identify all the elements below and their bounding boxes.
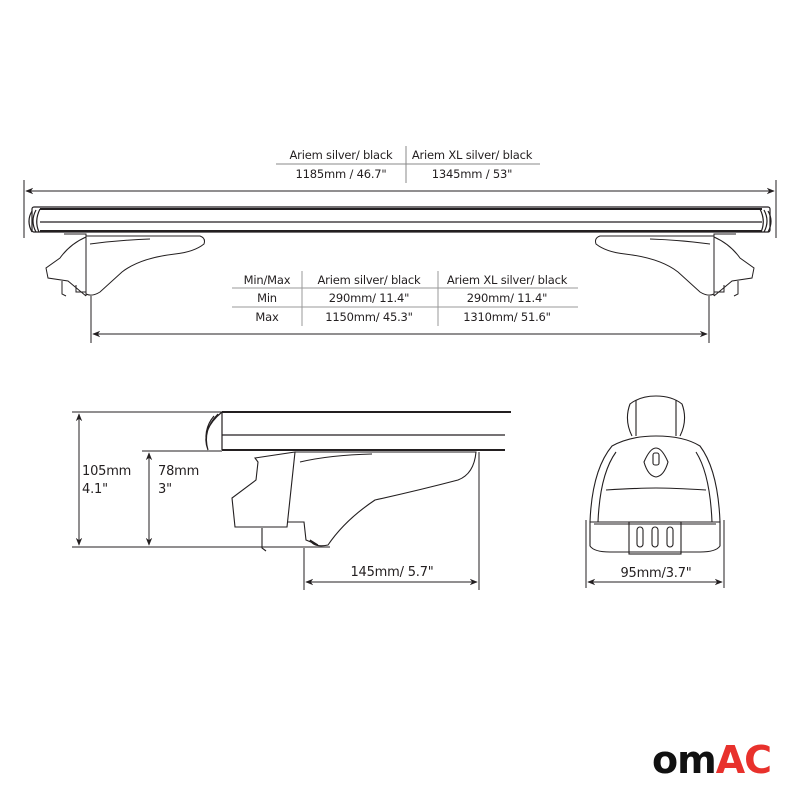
span-table-row-max-ariem-xl: 1310mm/ 51.6" (463, 310, 551, 324)
span-table-header-ariem: Ariem silver/ black (317, 273, 421, 287)
overall-length-ariem-value: 1185mm / 46.7" (295, 167, 387, 181)
height-105-dimension (72, 411, 330, 548)
logo-ac-text: AC (715, 738, 772, 782)
overall-length-col-ariem: Ariem silver/ black (289, 148, 393, 162)
omac-logo: omAC (652, 738, 772, 782)
left-foot (45, 233, 205, 297)
crossbar-top-view (28, 206, 772, 233)
width-95-dimension (585, 520, 725, 588)
foot-height-in-label: 3" (158, 482, 172, 497)
overall-length-col-ariem-xl: Ariem XL silver/ black (411, 148, 533, 162)
span-table-row-min-ariem-xl: 290mm/ 11.4" (466, 291, 548, 305)
span-dimension (90, 296, 710, 343)
side-view-crossbar (205, 411, 511, 451)
foot-length-label: 145mm/ 5.7" (350, 565, 434, 580)
total-height-in-label: 4.1" (82, 482, 108, 497)
front-view-foot (589, 395, 721, 555)
span-table-header-minmax: Min/Max (243, 273, 291, 287)
span-table-row-max-label: Max (255, 310, 279, 324)
span-table-row-min-ariem: 290mm/ 11.4" (328, 291, 410, 305)
right-foot (595, 233, 755, 297)
front-width-label: 95mm/3.7" (620, 566, 692, 581)
logo-om-text: om (652, 738, 717, 782)
span-table-lines (232, 271, 578, 326)
overall-length-dimension (23, 180, 777, 238)
length-145-dimension (303, 452, 480, 590)
span-table-row-max-ariem: 1150mm/ 45.3" (325, 310, 413, 324)
height-78-dimension (142, 450, 222, 546)
side-view-foot (231, 451, 477, 552)
foot-height-mm-label: 78mm (158, 464, 200, 479)
span-table-row-min-label: Min (257, 291, 277, 305)
overall-length-table-lines (276, 146, 540, 183)
total-height-mm-label: 105mm (82, 464, 132, 479)
span-table-header-ariem-xl: Ariem XL silver/ black (446, 273, 568, 287)
overall-length-ariem-xl-value: 1345mm / 53" (431, 167, 513, 181)
